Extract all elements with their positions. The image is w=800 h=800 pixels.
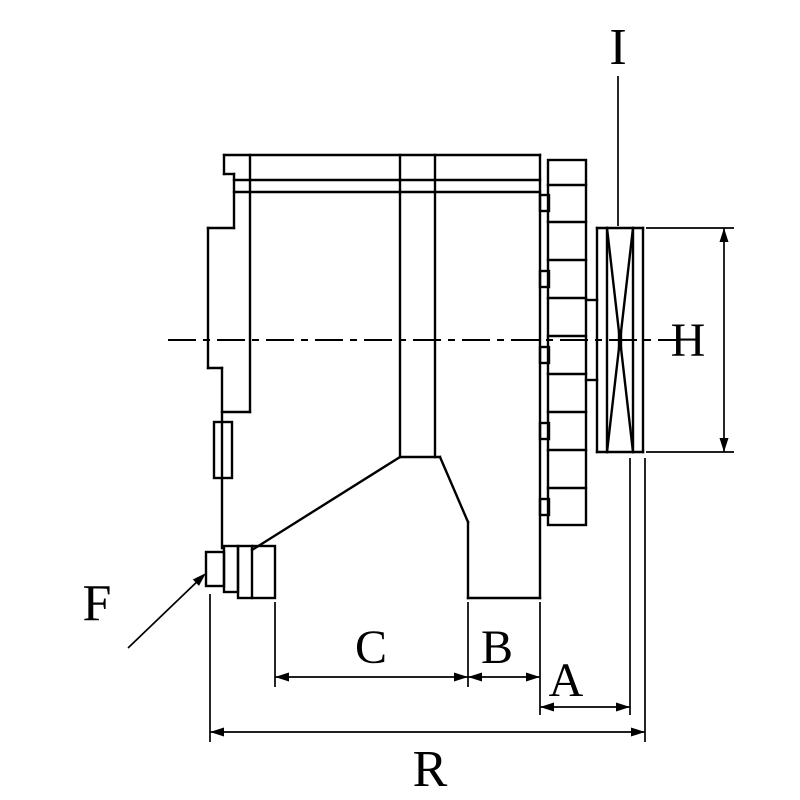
dim-label-h: H: [671, 314, 706, 367]
arrowhead-icon: [526, 672, 540, 682]
arrowhead-icon: [719, 438, 729, 452]
rib-tooth: [538, 193, 551, 213]
dim-label-f: F: [83, 575, 112, 632]
arrowhead-icon: [719, 228, 729, 242]
dimension-h: H: [646, 227, 734, 453]
groove-diagonal: [605, 226, 621, 334]
rib-tooth: [538, 269, 551, 289]
lower-diagonal-left: [250, 455, 402, 552]
main-housing: [232, 153, 542, 600]
rear-bracket: [206, 153, 542, 550]
dimension-a: A: [540, 458, 631, 715]
rib-tooth: [538, 345, 551, 365]
dimension-i: I: [609, 19, 627, 226]
dim-label-c: C: [355, 621, 387, 674]
groove-diagonal: [619, 346, 635, 454]
dimension-b: B: [468, 602, 541, 715]
arrowhead-icon: [454, 672, 468, 682]
arrowhead-icon: [631, 727, 645, 737]
arrowhead-icon: [616, 702, 630, 712]
dim-label-b: B: [481, 621, 513, 674]
lower-diagonal-right: [438, 455, 470, 524]
bracket-lug: [212, 420, 234, 480]
arrowhead-icon: [275, 672, 289, 682]
dimension-r: R: [209, 458, 646, 798]
shaft: [584, 298, 599, 382]
rib-stack-outline: [546, 158, 588, 527]
arrowhead-icon: [540, 702, 554, 712]
dimension-f: F: [83, 573, 206, 649]
rib-stack: [538, 158, 588, 527]
dimension-c: C: [274, 602, 469, 687]
left-foot: [236, 544, 277, 600]
mounting-foot-left: [204, 544, 277, 600]
arrowhead-icon: [192, 573, 206, 586]
dim-label-a: A: [549, 654, 584, 707]
dim-label-i: I: [609, 19, 626, 76]
v-pulley: [595, 226, 645, 454]
dim-f-leader: [127, 575, 204, 649]
groove-diagonal: [619, 226, 635, 334]
arrowhead-icon: [468, 672, 482, 682]
rib-tooth: [538, 421, 551, 441]
stud-outer: [204, 550, 226, 588]
rib-tooth: [538, 497, 551, 517]
dim-label-r: R: [413, 741, 448, 798]
groove-diagonal: [605, 346, 621, 454]
stud-inner: [222, 544, 240, 594]
arrowhead-icon: [210, 727, 224, 737]
